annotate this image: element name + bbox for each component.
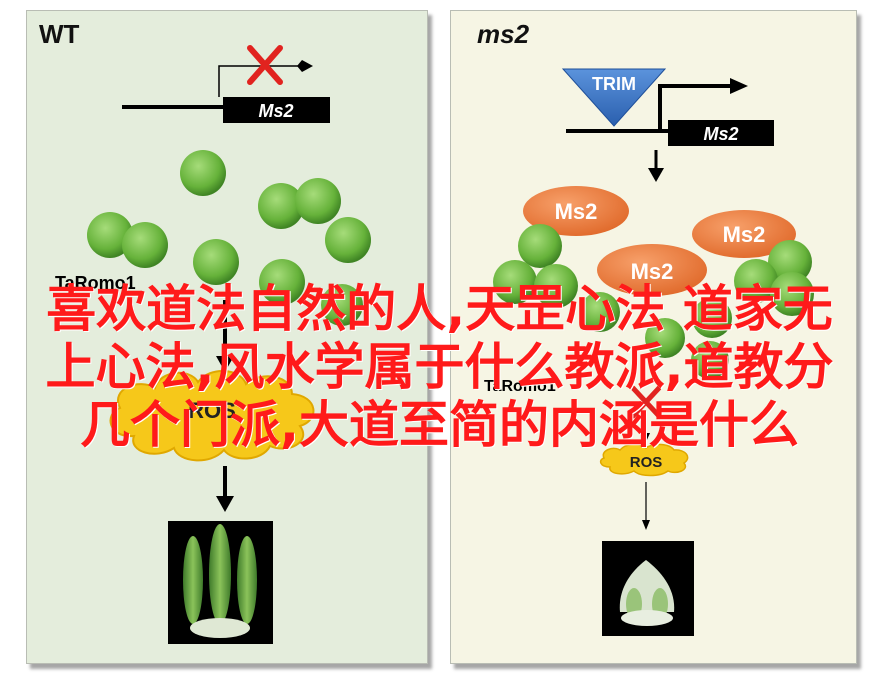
ms2-protein-complex: Ms2 Ms2 Ms2 [493,186,814,379]
wt-panel-title: WT [39,19,80,49]
arrow-icon [648,150,664,182]
trim-insert: TRIM [561,68,667,127]
ms2-gene-construct: Ms2 TRIM [561,68,774,146]
ms2-target-label: TaRomo1 [484,378,556,395]
wt-ros-cloud: ROS [109,369,315,462]
ms2-panel-title: ms2 [477,19,530,49]
cross-mark-icon [630,385,662,419]
wt-protein-label: TaRomo1 [55,273,136,293]
arrow-icon [216,466,234,512]
ms2-ros-label: ROS [630,454,663,471]
ms2-anther-photo [602,541,694,636]
arrow-icon [216,300,234,372]
wt-protein-cluster [87,150,371,326]
ms2-protein-label-2: Ms2 [723,222,766,247]
arrow-icon [642,482,650,530]
trim-label: TRIM [592,74,636,94]
ms2-protein-label-1: Ms2 [555,199,598,224]
wt-ros-label: ROS [188,398,236,423]
ms2-gene-label: Ms2 [703,124,738,144]
wt-gene-label: Ms2 [258,101,293,121]
ms2-ros-cloud: ROS [599,443,689,477]
ms2-protein-label-3: Ms2 [631,259,674,284]
wt-gene-construct: Ms2 [122,45,330,123]
cross-mark-icon [247,45,283,85]
wt-anther-photo [168,521,273,644]
arrow-icon [642,418,650,442]
